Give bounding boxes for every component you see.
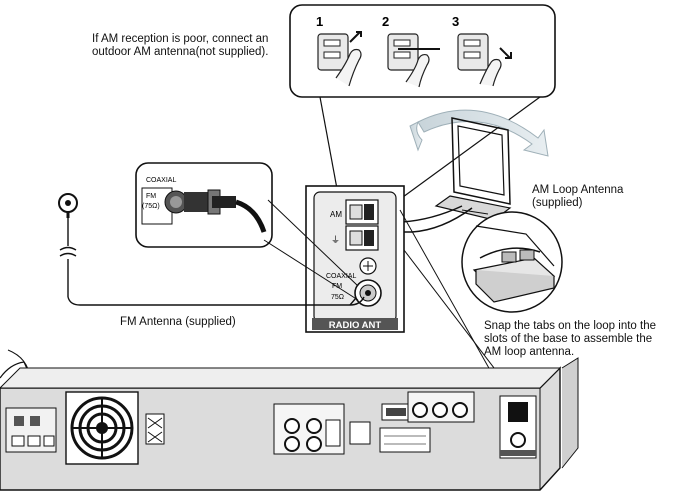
step-3-number: 3 (452, 14, 459, 29)
am-terminal-label: AM (330, 210, 342, 219)
coax-callout-title: COAXIAL (146, 177, 176, 184)
snap-note-line3: AM loop antenna. (484, 346, 575, 358)
ground-terminal-label: ⏚ (331, 235, 340, 245)
ground-terminal[interactable] (345, 225, 379, 251)
step-callout: 1 2 3 (289, 4, 556, 206)
am-reception-note-line1: If AM reception is poor, connect an (92, 33, 269, 45)
coaxial-label: COAXIAL (326, 273, 356, 280)
fm-antenna-label: FM Antenna (supplied) (120, 316, 236, 328)
ohm-label: 75Ω (331, 294, 344, 301)
snap-note-line2: slots of the base to assemble the (484, 333, 653, 345)
step-2-number: 2 (382, 14, 389, 29)
am-terminal[interactable] (345, 199, 379, 225)
fan-grille-icon (65, 391, 139, 465)
receiver-rear-panel (0, 349, 579, 491)
step-1-illustration: 1 (316, 14, 362, 87)
step-1-number: 1 (316, 14, 323, 29)
radio-ant-panel: RADIO ANT AM ⏚ COAXIAL FM 75Ω (305, 185, 405, 333)
coax-callout-fm: FM (146, 193, 156, 200)
rotate-arrow-icon (417, 109, 549, 157)
fm-antenna (58, 193, 365, 306)
step-2-illustration: 2 (382, 14, 440, 88)
snap-detail-callout (461, 209, 563, 313)
radio-ant-label: RADIO ANT (329, 320, 382, 331)
coaxial-callout: COAXIAL FM (75Ω) (135, 162, 359, 301)
am-loop-antenna-label-line1: AM Loop Antenna (532, 184, 624, 196)
step-3-illustration: 3 (452, 14, 512, 87)
coax-callout-ohm: (75Ω) (142, 203, 160, 210)
fm-antenna-ring-icon (58, 193, 78, 218)
snap-note-line1: Snap the tabs on the loop into the (484, 320, 656, 332)
am-reception-note-line2: outdoor AM antenna(not supplied). (92, 46, 269, 58)
am-loop-antenna-label-line2: (supplied) (532, 197, 583, 209)
